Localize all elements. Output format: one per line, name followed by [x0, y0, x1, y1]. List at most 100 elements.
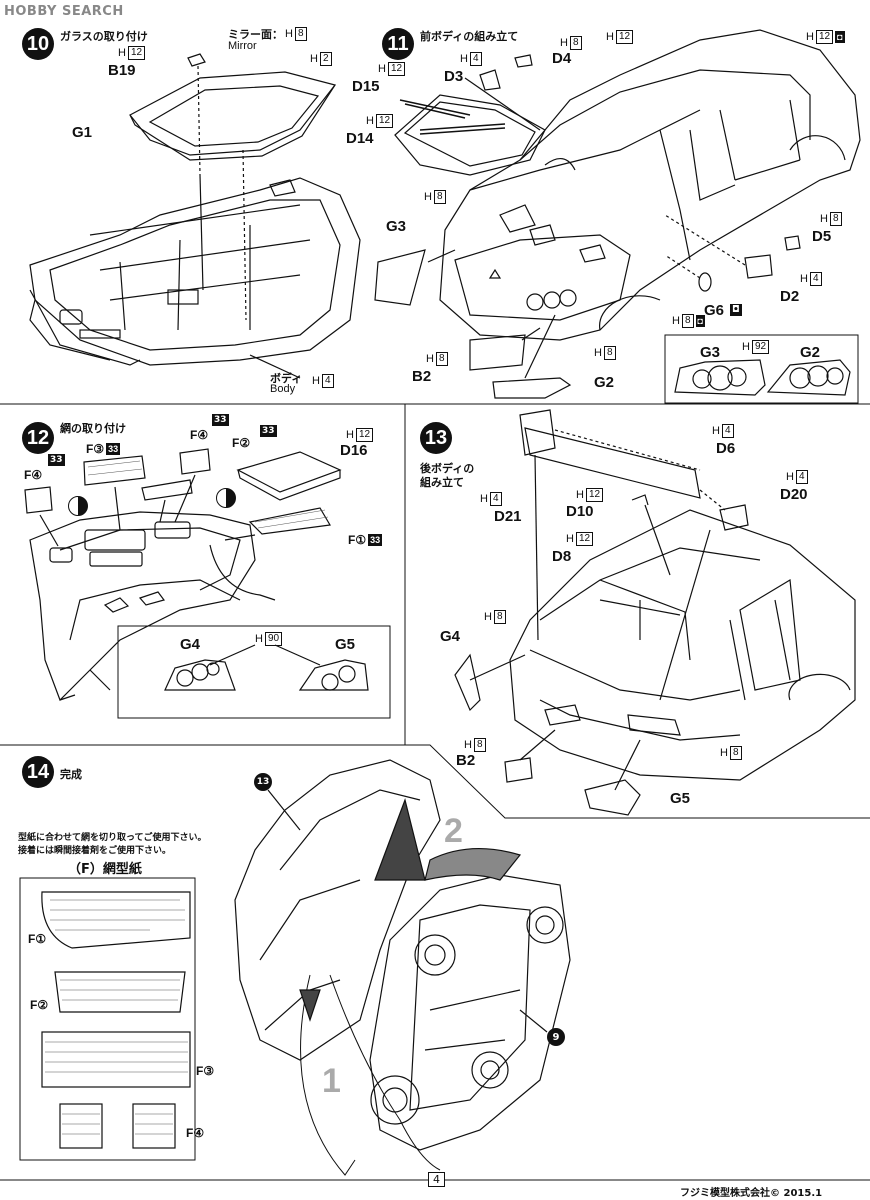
- h8a-paint-code: H: [424, 191, 432, 203]
- footer-company: フジミ模型株式会社© 2015.1: [680, 1188, 823, 1199]
- h8-13-paint-code: H: [484, 611, 492, 623]
- part-d4-label: D4: [552, 50, 572, 67]
- roof-paint-number: 12: [615, 30, 634, 44]
- template-f2-label: F②: [30, 998, 49, 1012]
- h8-13-paint-number: 8: [493, 610, 506, 624]
- mirror-paint-number: 8: [294, 27, 307, 41]
- f4b-label: F④: [24, 468, 42, 482]
- d14-paint-number: 12: [375, 114, 394, 128]
- part-d10-label: D10: [566, 503, 594, 520]
- template-f1-label: F①: [28, 932, 47, 946]
- d2-paint-number: 4: [809, 272, 822, 286]
- d6-paint-code: H: [712, 425, 720, 437]
- step-10-title: ガラスの取り付け: [60, 30, 148, 43]
- callout-13-text: 13: [256, 777, 270, 787]
- gunmetal-icon: ◘: [835, 31, 845, 43]
- h8a-paint-number: 8: [433, 190, 446, 204]
- h8-top-code: H: [560, 37, 568, 49]
- step-11-num-text: 11: [387, 32, 409, 55]
- h8b-13-paint-code: H: [720, 747, 728, 759]
- step-14-number: 14: [22, 756, 54, 788]
- inset-g3-label: G3: [700, 344, 721, 361]
- roof-paint-code: H: [606, 31, 614, 43]
- step-12-title: 網の取り付け: [60, 422, 126, 435]
- body-jp-label: ボディ: [270, 372, 303, 385]
- template-title: （F）網型紙: [68, 862, 142, 877]
- part-b19-label: B19: [108, 62, 136, 79]
- note-glue: 接着には瞬間接着剤をご使用下さい。: [18, 846, 172, 856]
- d8-paint-code: H: [566, 533, 574, 545]
- step-12-number: 12: [22, 422, 54, 454]
- f1-badge: 33: [368, 534, 383, 546]
- f4b-text: F④: [24, 468, 43, 482]
- f4a-label: F④: [190, 428, 208, 442]
- inset-paint-number: 92: [751, 340, 770, 354]
- mirror-english-label: Mirror: [228, 40, 257, 52]
- step-10-number: 10: [22, 28, 54, 60]
- part-d14-label: D14: [346, 130, 374, 147]
- step-14-num-text: 14: [26, 760, 50, 783]
- d15-paint-code: H: [378, 63, 386, 75]
- f4b-badge: 33: [48, 454, 65, 466]
- part-b2-13-label: B2: [456, 752, 476, 769]
- step-11-number: 11: [382, 28, 414, 60]
- b2-13-paint-code: H: [464, 739, 472, 751]
- step-13-num-text: 13: [424, 426, 448, 449]
- d6-paint-number: 4: [721, 424, 734, 438]
- f2-text: F②: [232, 436, 251, 450]
- mirror-surface-label: ミラー面：: [228, 29, 283, 41]
- glue-icon-2: [216, 488, 236, 508]
- h2-paint-code: H: [310, 53, 318, 65]
- watermark: HOBBY SEARCH: [4, 4, 124, 19]
- g6-paint-code: H: [672, 315, 680, 327]
- part-d5-label: D5: [812, 228, 832, 245]
- f3-badge: 33: [106, 443, 121, 455]
- inset-paint-code: H: [742, 341, 750, 353]
- f4a-text: F④: [190, 428, 209, 442]
- part-d20-label: D20: [780, 486, 808, 503]
- g6-paint-number: 8: [681, 314, 694, 328]
- b2-13-paint-number: 8: [473, 738, 486, 752]
- f2-badge: 33: [260, 425, 277, 437]
- h8b-paint-code: H: [594, 347, 602, 359]
- f4a-badge: 33: [212, 414, 229, 426]
- d21-paint-code: H: [480, 493, 488, 505]
- watermark-text: HOBBY SEARCH: [4, 4, 124, 19]
- part-d16-label: D16: [340, 442, 368, 459]
- d16-paint-code: H: [346, 429, 354, 441]
- part-g6-label: G6: [704, 302, 725, 319]
- body-paint-number: 4: [321, 374, 334, 388]
- inset-g2-label: G2: [800, 344, 821, 361]
- step-10-num-text: 10: [26, 32, 50, 55]
- part-g5-13-label: G5: [670, 790, 691, 807]
- part-d2-label: D2: [780, 288, 800, 305]
- part-g3-label: G3: [386, 218, 407, 235]
- d3-paint-number: 4: [469, 52, 482, 66]
- part-g2-label: G2: [594, 374, 615, 391]
- b19-paint-code: H: [118, 47, 126, 59]
- d16-paint-number: 12: [355, 428, 374, 442]
- b19-paint-number: 12: [127, 46, 146, 60]
- part-g4-13-label: G4: [440, 628, 461, 645]
- arrow-step-2-label: 2: [444, 812, 463, 850]
- d14-paint-code: H: [366, 115, 374, 127]
- b2-paint-number: 8: [435, 352, 448, 366]
- h2-paint-number: 2: [319, 52, 332, 66]
- part-d6-label: D6: [716, 440, 736, 457]
- body-right-paint-code: H: [806, 31, 814, 43]
